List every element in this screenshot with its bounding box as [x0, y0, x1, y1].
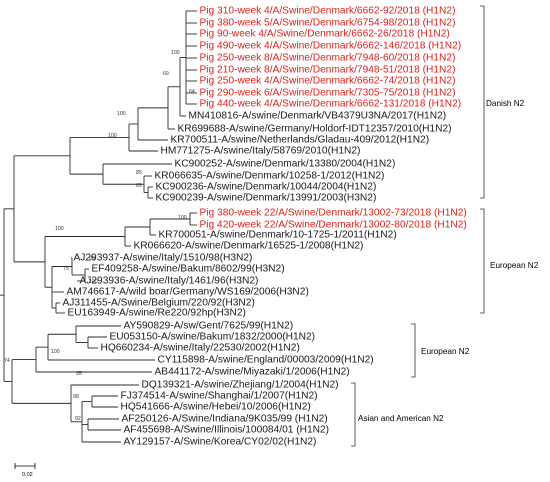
taxon-label-study-sample: Pig 90-week 4/A/Swine/Denmark/6662-26/20… — [200, 29, 450, 40]
bootstrap-value: 85 — [136, 170, 142, 176]
taxon-label-reference: DQ139321-A/swine/Zhejiang/1/2004(H1N2) — [142, 380, 339, 391]
clade-brackets: Danish N2 European N2 European N2 Asian and… — [351, 5, 539, 447]
bootstrap-value: 100 — [108, 133, 117, 139]
bootstrap-value: 100 — [55, 226, 64, 232]
clade-bracket — [351, 382, 356, 447]
taxon-label-study-sample: Pig 380-week 5/A/Swine/Denmark/6754-98/2… — [200, 18, 456, 29]
taxon-label-reference: AM746617-A/wild boar/Germany/WS169/2006(… — [67, 287, 309, 298]
bootstrap-value: 75 — [63, 266, 69, 272]
bootstrap-value: 69 — [163, 71, 169, 77]
bootstrap-value: 98 — [73, 394, 79, 400]
taxon-label-study-sample: Pig 310-week 4/A/Swine/Denmark/6662-92/2… — [200, 6, 456, 17]
scale-bar: 0.02 — [14, 463, 36, 478]
clade-label: European N2 — [490, 261, 539, 270]
bootstrap-value: 64 — [189, 89, 195, 95]
taxon-label-reference: HQ541666-A/swine/Hebei/10/2006(H1N2) — [121, 402, 311, 413]
taxon-label-reference: EU163949-A/swine/Re220/92hp(H3N2) — [68, 308, 246, 319]
clade-label: Danish N2 — [486, 99, 525, 108]
taxon-label-study-sample: Pig 420-week 22/A/Swine/Denmark/13002-80… — [200, 220, 467, 231]
taxon-label-study-sample: Pig 210-week 8/A/Swine/Denmark/7948-51/2… — [200, 65, 456, 76]
taxon-label-study-sample: Pig 380-week 22/A/Swine/Denmark/13002-73… — [200, 208, 467, 219]
bootstrap-values: 100 69 64 100 100 85 65 100 100 75 99 100 74 95 98 92 10… — [4, 50, 195, 422]
taxon-label-reference: AF455698-A/Swine/Illinois/100084/01 (H1N… — [124, 425, 330, 436]
taxon-label-reference: AY129157-A/Swine/Korea/CY02/02(H1N2) — [124, 437, 317, 448]
bootstrap-value: 74 — [4, 358, 10, 364]
tree-leaf-labels: Pig 310-week 4/A/Swine/Denmark/6662-92/2… — [63, 6, 467, 448]
taxon-label-reference: CY115898-A/swine/England/00003/2009(H1N2… — [158, 355, 374, 366]
clade-label: European N2 — [421, 347, 470, 356]
bootstrap-value: 100 — [117, 111, 126, 117]
taxon-label-reference: KR066620-A/swine/Denmark/16525-1/2008(H1… — [134, 241, 364, 252]
taxon-label-reference: KC900239-A/swine/Denmark/13991/2003(H3N2… — [156, 193, 377, 204]
taxon-label-reference: AB441172-A/swine/Miyazaki/1/2006(H1N2) — [155, 367, 350, 378]
clade-label: Asian and American N2 — [358, 414, 444, 423]
clade-bracket — [480, 208, 485, 314]
taxon-label-study-sample: Pig 440-week 4/A/Swine/Denmark/6662-131/… — [200, 99, 462, 110]
taxon-label-reference: HQ660234-A/swine/Italy/22530/2002(H1N2) — [101, 343, 300, 354]
taxon-label-reference: KR699688-A/swine/Germany/Holdorf-IDT1235… — [178, 124, 452, 135]
taxon-label-reference: AY590829-A/sw/Gent/7625/99(H1N2) — [124, 321, 294, 332]
scale-bar-label: 0.02 — [22, 472, 33, 478]
taxon-label-reference: AJ293937-A/swine/Italy/1510/98(H3N2) — [74, 253, 253, 264]
taxon-label-reference: AF250126-A/Swine/Indiana/9K035/99 (H1N2) — [122, 414, 328, 425]
bootstrap-value: 99 — [89, 256, 95, 262]
taxon-label-reference: EU053150-A/swine/Bakum/1832/2000(H1N2) — [110, 332, 316, 343]
taxon-label-reference: MN410816-A/swine/Denmark/VB4379U3NA/2017… — [189, 111, 447, 122]
taxon-label-reference: KC900236-A/swine/Denmark/10044/2004(H1N2… — [156, 182, 377, 193]
bootstrap-value: 92 — [75, 416, 81, 422]
taxon-label-reference: KR700051-A/swine/Denmark/10-1725-1/2011(… — [159, 230, 397, 241]
clade-bracket — [411, 323, 416, 378]
taxon-label-reference: HM771275-A/swine/Italy/58769/2010(H1N2) — [161, 146, 361, 157]
taxon-label-study-sample: Pig 250-week 8/A/Swine/Denmark/7948-60/2… — [200, 53, 456, 64]
taxon-label-reference: EF409258-A/swine/Bakum/8602/99(H3N2) — [92, 264, 285, 275]
bootstrap-value: 100 — [51, 349, 60, 355]
clade-bracket — [480, 5, 485, 199]
taxon-label-reference: AJ311455-A/Swine/Belgium/220/92(H3N2) — [63, 298, 255, 309]
bootstrap-value: 95 — [76, 371, 82, 377]
bootstrap-value: 65 — [136, 183, 142, 189]
taxon-label-reference: KC900252-A/swine/Denmark/13380/2004(H1N2… — [175, 159, 396, 170]
taxon-label-reference: KR700511-A/swine/Netherlands/Gladau-409/… — [171, 135, 430, 146]
bootstrap-value: 100 — [178, 215, 187, 221]
taxon-label-reference: FJ374514-A/swine/Shanghai/1/2007(H1N2) — [121, 391, 318, 402]
bootstrap-value: 100 — [89, 279, 98, 285]
taxon-label-reference: KR066635-A/swine/Denmark/10258-1/2012(H1… — [155, 171, 385, 182]
taxon-label-study-sample: Pig 490-week 4/A/Swine/Denmark/6662-146/… — [200, 41, 462, 52]
taxon-label-study-sample: Pig 290-week 6/A/Swine/Denmark/7305-75/2… — [200, 88, 456, 99]
bootstrap-value: 100 — [171, 50, 180, 56]
tree-branches — [0, 10, 197, 443]
taxon-label-reference: AJ293936-A/swine/Italy/1461/96(H3N2) — [80, 276, 259, 287]
taxon-label-study-sample: Pig 250-week 4/A/Swine/Denmark/6662-74/2… — [200, 76, 456, 87]
